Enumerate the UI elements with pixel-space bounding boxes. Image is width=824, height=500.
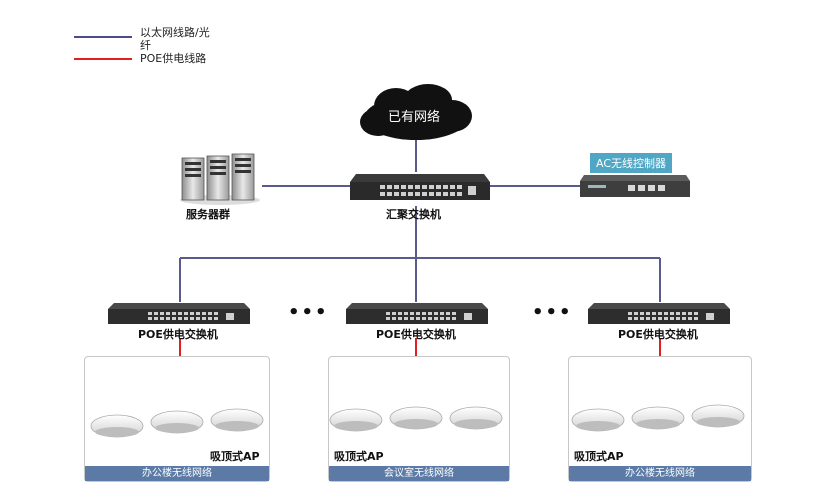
ac-controller-label: AC无线控制器 [590, 153, 673, 173]
zone-label: 办公楼无线网络 [569, 466, 751, 481]
poe-switch-label: POE供电交换机 [138, 328, 218, 341]
core-switch-label: 汇聚交换机 [386, 208, 441, 221]
poe-switch-label: POE供电交换机 [618, 328, 698, 341]
poe-switch-icon [346, 303, 488, 324]
legend-ethernet-line [74, 36, 132, 38]
ellipsis-separator: ••• [532, 302, 573, 323]
poe-switch-icon [108, 303, 250, 324]
legend-poe-label: POE供电线路 [140, 52, 207, 65]
ap-label: 吸顶式AP [334, 450, 384, 463]
legend-poe-line [74, 58, 132, 60]
cloud-icon [360, 84, 472, 140]
legend-ethernet-label: 以太网线路/光纤 [140, 26, 210, 52]
ac-controller-icon [580, 175, 690, 197]
ap-label: 吸顶式AP [574, 450, 624, 463]
zone-label: 会议室无线网络 [329, 466, 509, 481]
poe-switch-label: POE供电交换机 [376, 328, 456, 341]
server-cluster-label: 服务器群 [186, 208, 230, 221]
zone-label: 办公楼无线网络 [85, 466, 269, 481]
ellipsis-separator: ••• [288, 302, 329, 323]
poe-switch-icon [588, 303, 730, 324]
cloud-label: 已有网络 [388, 110, 441, 125]
core-switch-icon [350, 174, 490, 200]
ap-label: 吸顶式AP [210, 450, 260, 463]
server-cluster-icon [180, 153, 260, 205]
